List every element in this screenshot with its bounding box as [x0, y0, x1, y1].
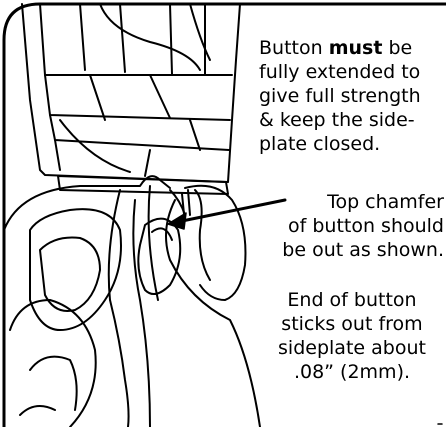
- upper-housing: [21, 3, 241, 183]
- note-chamfer-line3: be out as shown.: [282, 239, 444, 261]
- sideplate: [165, 184, 261, 427]
- note-chamfer-line2: of button should: [287, 215, 444, 237]
- note-button-end: End of button sticks out from sideplate …: [262, 288, 442, 384]
- lower-body: [3, 175, 186, 427]
- note-top-chamfer: Top chamfer of button should be out as s…: [256, 190, 444, 262]
- note-chamfer-line1: Top chamfer: [327, 191, 444, 213]
- chamfer-arrow: [167, 198, 287, 230]
- note-extended-line3: give full strength: [259, 85, 421, 107]
- note-extended-line1: Button must be: [259, 37, 413, 59]
- note-extended-line2: fully extended to: [259, 61, 421, 83]
- note-button-extended: Button must be fully extended to give fu…: [259, 36, 421, 156]
- note-end-line4: .08” (2mm).: [293, 361, 411, 383]
- collar: [57, 175, 229, 195]
- note-end-line2: sticks out from: [281, 313, 423, 335]
- note-end-line3: sideplate about: [278, 337, 426, 359]
- note-extended-line5: plate closed.: [259, 133, 381, 155]
- button-oval: [137, 217, 182, 295]
- note-extended-line4: & keep the side-: [259, 109, 415, 131]
- note-end-line1: End of button: [287, 289, 417, 311]
